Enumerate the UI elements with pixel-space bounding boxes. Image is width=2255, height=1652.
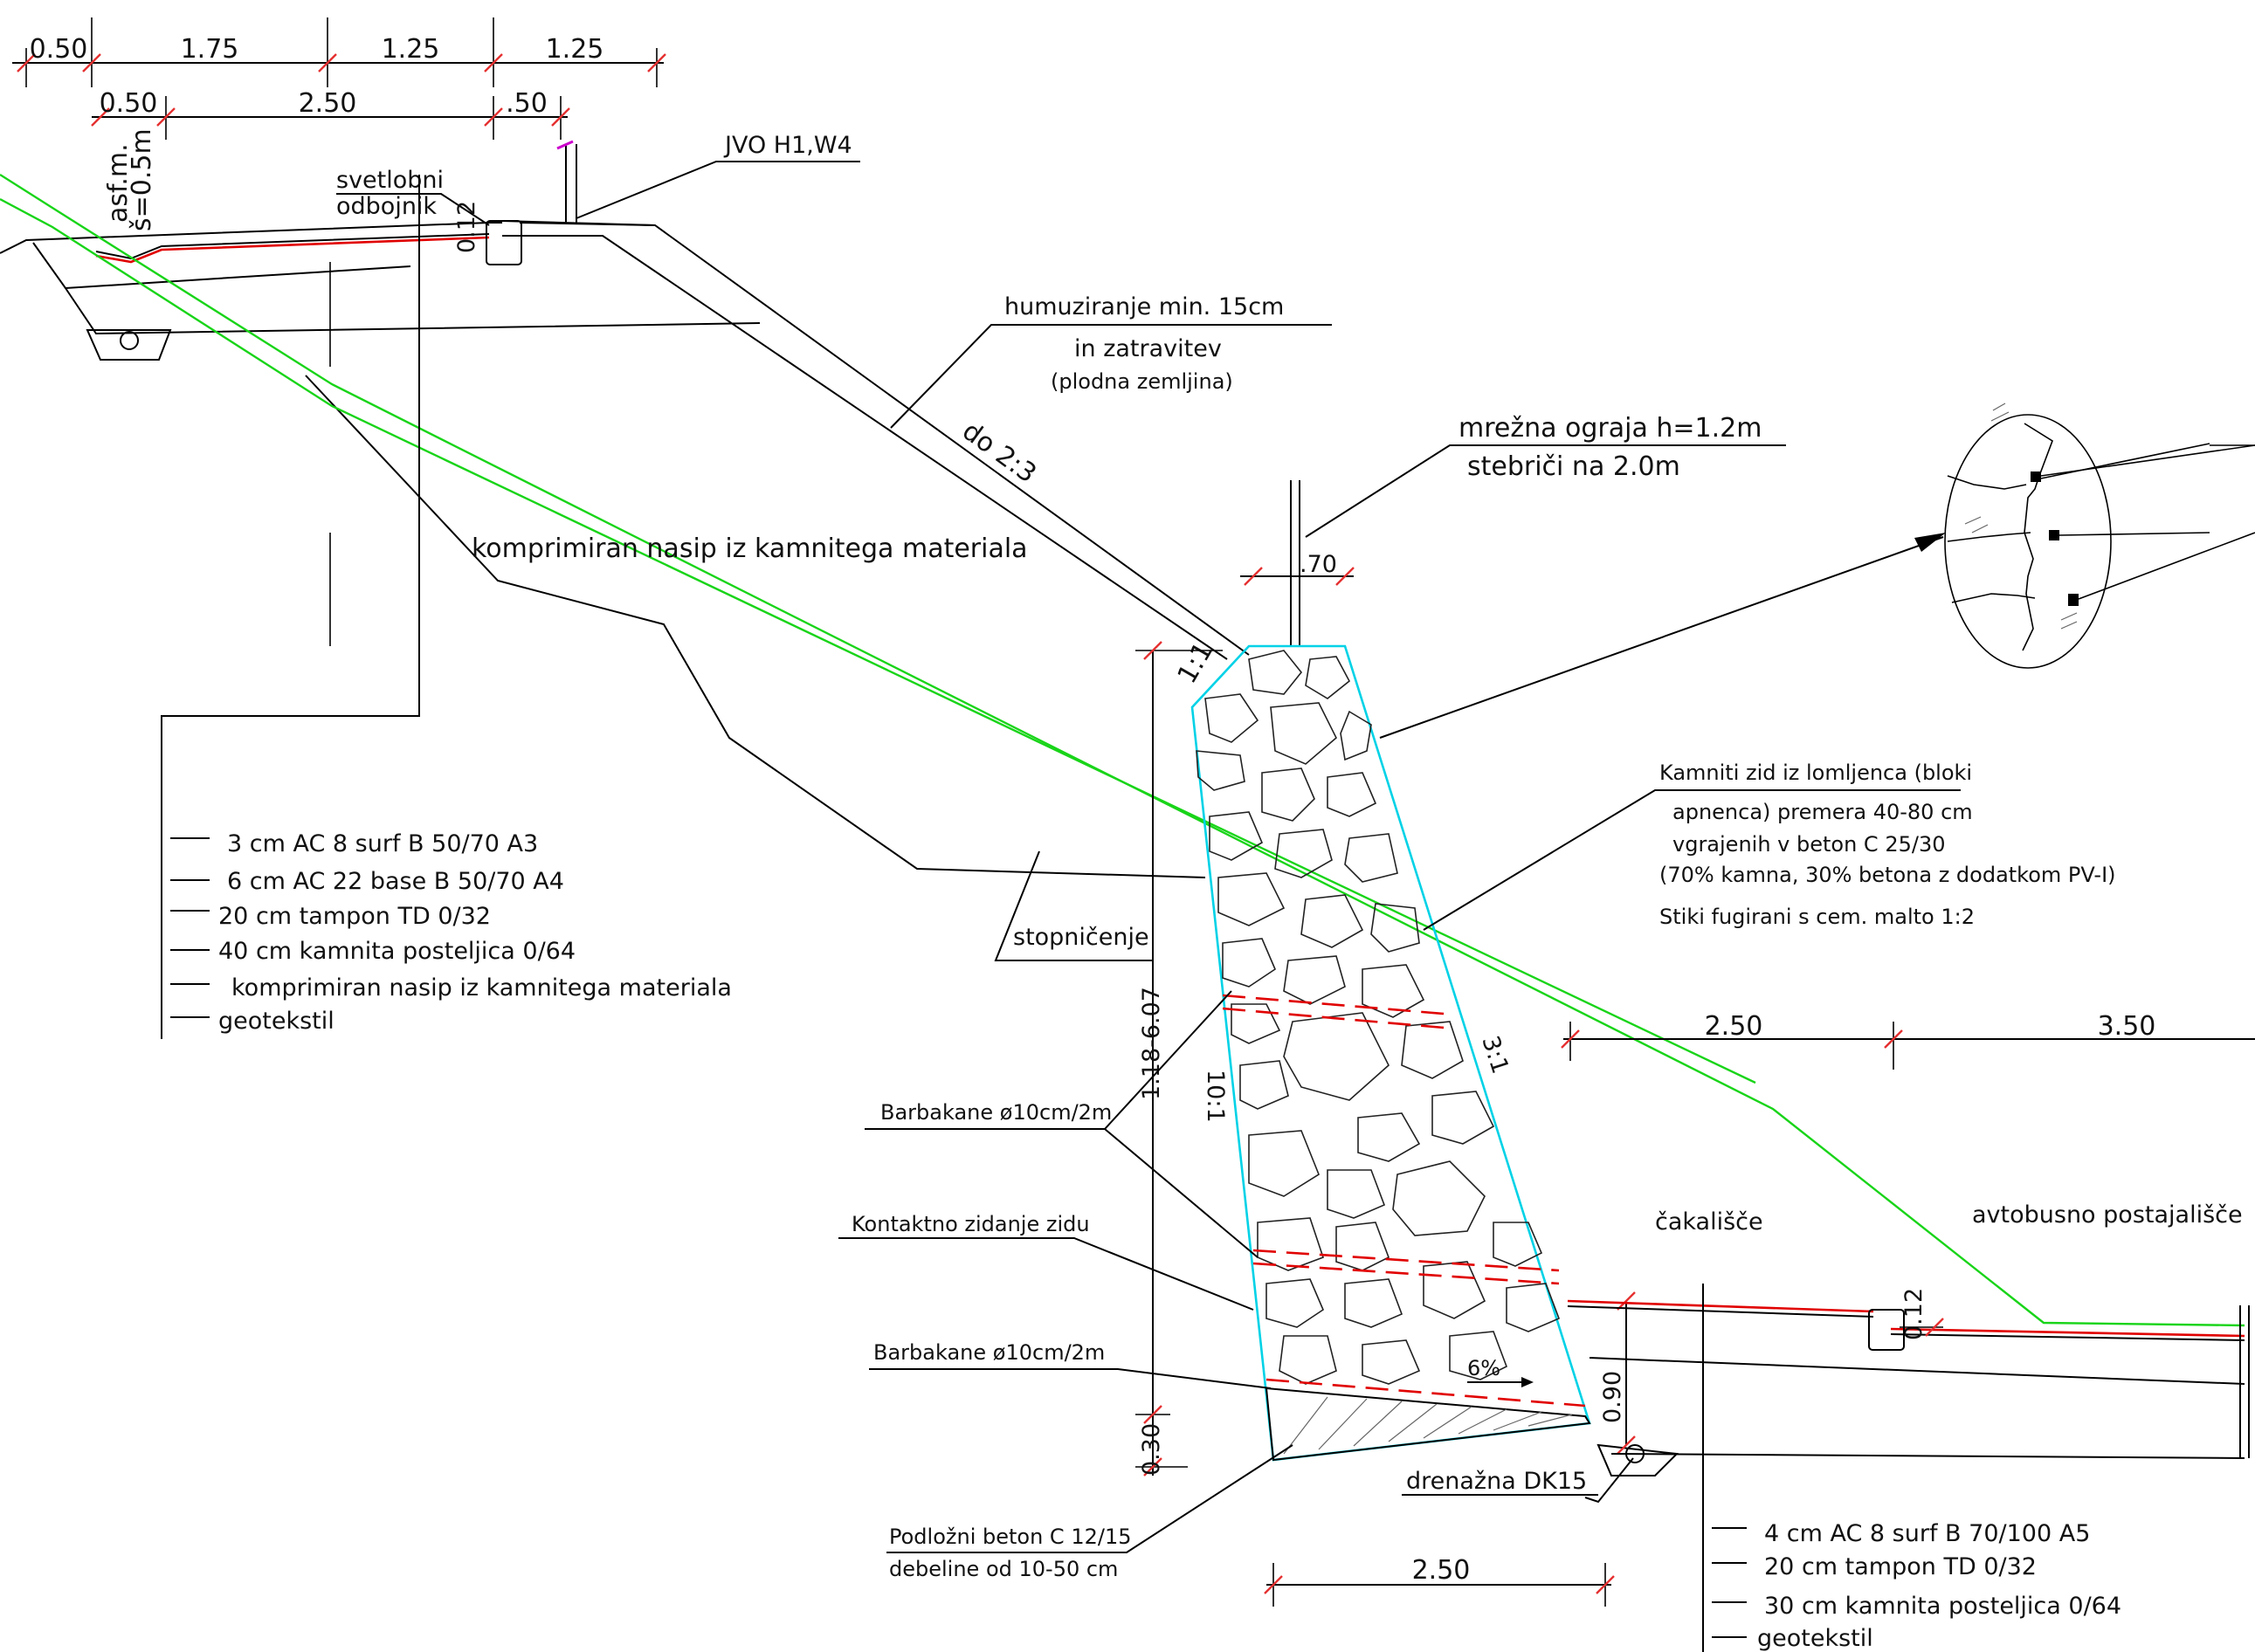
svg-text:svetlobni: svetlobni bbox=[336, 167, 444, 194]
svg-text:2.50: 2.50 bbox=[1705, 1011, 1763, 1042]
left-layer-2: 6 cm AC 22 base B 50/70 A4 bbox=[227, 868, 564, 895]
svg-text:JVO H1,W4: JVO H1,W4 bbox=[723, 132, 852, 159]
svg-text:humuziranje min. 15cm: humuziranje min. 15cm bbox=[1004, 293, 1284, 320]
svg-text:asf.m.: asf.m. bbox=[103, 143, 134, 223]
cakalisce-label: čakališče bbox=[1655, 1208, 1763, 1236]
svg-text:mrežna ograja h=1.2m: mrežna ograja h=1.2m bbox=[1459, 413, 1762, 444]
svg-text:Podložni beton C 12/15: Podložni beton C 12/15 bbox=[889, 1525, 1131, 1549]
drain-pipe-right: drenažna DK15 0.90 bbox=[1402, 1291, 1679, 1504]
right-layer-2: 20 cm tampon TD 0/32 bbox=[1764, 1553, 2037, 1580]
svg-text:Barbakane ø10cm/2m: Barbakane ø10cm/2m bbox=[880, 1100, 1112, 1125]
left-layer-5: komprimiran nasip iz kamnitega materiala bbox=[231, 974, 732, 1002]
svg-text:3.50: 3.50 bbox=[2098, 1011, 2156, 1042]
svg-text:odbojnik: odbojnik bbox=[336, 193, 437, 220]
svg-text:1.18-6.07: 1.18-6.07 bbox=[1138, 987, 1165, 1100]
svg-text:vgrajenih v beton C 25/30: vgrajenih v beton C 25/30 bbox=[1672, 832, 1945, 857]
svg-text:debeline od 10-50 cm: debeline od 10-50 cm bbox=[889, 1557, 1118, 1581]
svg-text:in zatravitev: in zatravitev bbox=[1074, 335, 1222, 362]
svg-text:š=0.5m: š=0.5m bbox=[127, 128, 157, 231]
stepping-line bbox=[305, 375, 1206, 878]
svg-text:Stiki fugirani s cem. malto 1:: Stiki fugirani s cem. malto 1:2 bbox=[1659, 905, 1975, 929]
kontaktno-callout: Kontaktno zidanje zidu bbox=[838, 1212, 1254, 1311]
svg-text:0.12: 0.12 bbox=[453, 201, 480, 253]
barbakane-callout-1: Barbakane ø10cm/2m bbox=[865, 990, 1259, 1258]
svg-text:Barbakane ø10cm/2m: Barbakane ø10cm/2m bbox=[873, 1340, 1105, 1365]
humus-callout: humuziranje min. 15cm in zatravitev (plo… bbox=[890, 293, 1332, 429]
dim-top-1-25a: 1.25 bbox=[382, 34, 440, 65]
podlozni-callout: Podložni beton C 12/15 debeline od 10-50… bbox=[886, 1444, 1293, 1581]
left-layer-6: geotekstil bbox=[218, 1008, 334, 1035]
road-pavement-right: 0.12 bbox=[1567, 1288, 2250, 1459]
dim-row2-2-50: 2.50 bbox=[299, 88, 357, 119]
wall-height-dimension: 1.18-6.07 0.30 bbox=[1135, 641, 1223, 1476]
right-layer-legend: 4 cm AC 8 surf B 70/100 A5 20 cm tampon … bbox=[1702, 1284, 2121, 1652]
svetlobni-callout: svetlobni odbojnik bbox=[336, 167, 490, 226]
fence-callout: mrežna ograja h=1.2m stebriči na 2.0m .7… bbox=[1240, 413, 1786, 646]
geotextile-line bbox=[0, 173, 2245, 1327]
svg-text:(70% kamna, 30% betona z dodat: (70% kamna, 30% betona z dodatkom PV-I) bbox=[1659, 863, 2116, 887]
avtobusno-label: avtobusno postajališče bbox=[1972, 1201, 2243, 1229]
ratio-1-1: 1:1 bbox=[1172, 637, 1219, 689]
right-dimension-chain: 2.50 3.50 bbox=[1561, 1011, 2255, 1070]
dim-012-left: 0.12 bbox=[453, 201, 480, 253]
right-layer-1: 4 cm AC 8 surf B 70/100 A5 bbox=[1764, 1520, 2090, 1547]
svg-text:0.90: 0.90 bbox=[1599, 1371, 1626, 1423]
joint-detail bbox=[1944, 403, 2255, 669]
wall-stones bbox=[1196, 650, 1561, 1385]
stepping-callout: stopničenje bbox=[994, 850, 1153, 961]
svg-text:apnenca) premera 40-80 cm: apnenca) premera 40-80 cm bbox=[1672, 800, 1973, 824]
dim-top-0-50: 0.50 bbox=[30, 34, 88, 65]
left-layer-legend: 3 cm AC 8 surf B 50/70 A3 6 cm AC 22 bas… bbox=[161, 175, 732, 1039]
jvo-callout: JVO H1,W4 bbox=[576, 132, 860, 219]
svg-text:2.50: 2.50 bbox=[1412, 1555, 1471, 1586]
dim-row2-0-50b: .50 bbox=[506, 88, 548, 119]
asphalt-thickness-label: asf.m. š=0.5m bbox=[103, 128, 157, 231]
left-layer-4: 40 cm kamnita posteljica 0/64 bbox=[218, 938, 576, 965]
ratio-10-1: 10:1 bbox=[1202, 1070, 1229, 1123]
top-dimension-chain: 0.50 1.75 1.25 1.25 0.50 2.50 .50 bbox=[12, 17, 666, 140]
foundation-hatch bbox=[1283, 1396, 1573, 1455]
ratio-3-1: 3:1 bbox=[1476, 1033, 1514, 1077]
left-layer-3: 20 cm tampon TD 0/32 bbox=[218, 903, 491, 930]
dim-top-1-75: 1.75 bbox=[181, 34, 239, 65]
right-layer-3: 30 cm kamnita posteljica 0/64 bbox=[1764, 1593, 2121, 1620]
svg-text:.70: .70 bbox=[1300, 551, 1337, 578]
svg-text:stebriči na 2.0m: stebriči na 2.0m bbox=[1467, 451, 1680, 482]
right-layer-4: geotekstil bbox=[1757, 1625, 1873, 1652]
base-dimension: 2.50 bbox=[1264, 1555, 1615, 1607]
dim-top-1-25b: 1.25 bbox=[546, 34, 604, 65]
svg-text:0.30: 0.30 bbox=[1138, 1423, 1165, 1476]
svg-text:Kontaktno zidanje zidu: Kontaktno zidanje zidu bbox=[852, 1212, 1090, 1236]
barbakane-callout-2: Barbakane ø10cm/2m bbox=[869, 1340, 1272, 1389]
stone-wall bbox=[1190, 644, 1591, 1462]
svg-text:Kamniti zid iz lomljenca (blok: Kamniti zid iz lomljenca (bloki bbox=[1659, 761, 1972, 785]
drenazna-label: drenažna DK15 bbox=[1406, 1468, 1587, 1495]
wall-description-callout: Kamniti zid iz lomljenca (bloki apnenca)… bbox=[1379, 533, 2116, 931]
svg-text:stopničenje: stopničenje bbox=[1013, 924, 1149, 951]
percent-label: 6% bbox=[1467, 1356, 1500, 1380]
svg-text:komprimiran nasip iz kamnitega: komprimiran nasip iz kamnitega materiala bbox=[472, 533, 1028, 564]
svg-text:(plodna zemljina): (plodna zemljina) bbox=[1051, 369, 1233, 394]
fill-label: komprimiran nasip iz kamnitega materiala bbox=[472, 533, 1028, 564]
dim-012-right: 0.12 bbox=[1900, 1288, 1927, 1340]
road-pavement-left bbox=[0, 140, 1250, 660]
left-layer-1: 3 cm AC 8 surf B 50/70 A3 bbox=[227, 830, 538, 857]
dim-row2-0-50: 0.50 bbox=[100, 88, 158, 119]
